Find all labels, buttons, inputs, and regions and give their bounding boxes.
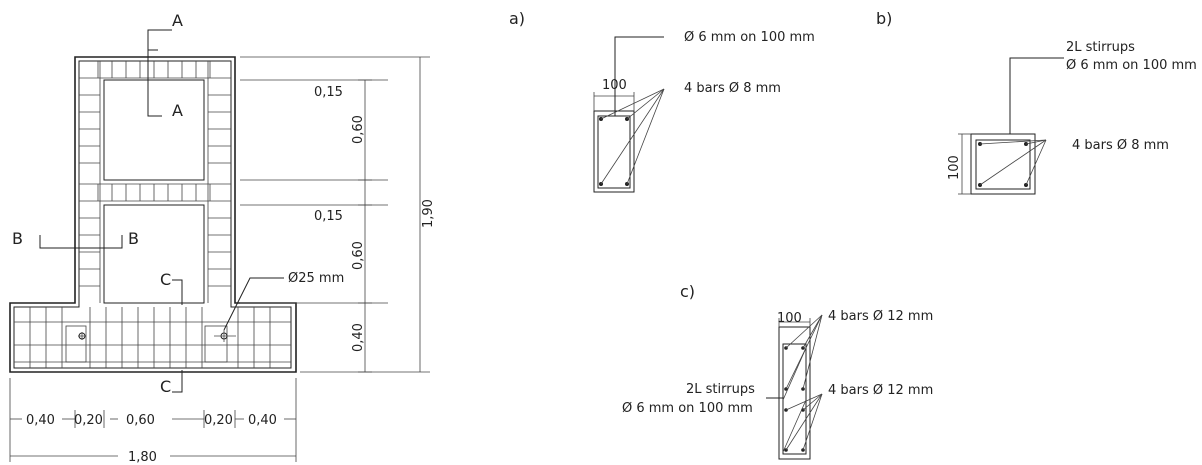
section-c-dim: 100 <box>777 311 802 326</box>
section-b-dim: 100 <box>947 155 962 180</box>
vertical-dimensions <box>240 56 430 373</box>
anchor-bolt-left <box>78 332 86 340</box>
section-a-bar-leaders <box>600 88 665 185</box>
dim-label-0-40-right: 0,40 <box>248 413 277 428</box>
dim-label-0-60-mid: 0,60 <box>351 241 366 270</box>
section-c-stirrup <box>782 343 807 455</box>
section-a-stirrup-leader <box>614 36 664 116</box>
section-b-label-right: B <box>128 229 139 248</box>
section-a-label-top: A <box>172 11 183 30</box>
section-b-detail: b) 100 2L stirrups Ø 6 mm on 100 mm 4 ba… <box>876 9 1197 195</box>
dim-label-0-60-top: 0,60 <box>351 115 366 144</box>
dim-label-0-40-foot: 0,40 <box>351 323 366 352</box>
section-b-stirrup-leader <box>1009 57 1064 134</box>
dim-label-0-40-left: 0,40 <box>26 413 55 428</box>
anchor-leader <box>223 277 284 331</box>
section-cut-b <box>39 235 123 249</box>
section-b-bar-leaders <box>979 139 1047 186</box>
section-a-bars-label: 4 bars Ø 8 mm <box>684 81 781 96</box>
section-c-bars-bottom-label: 4 bars Ø 12 mm <box>828 383 933 398</box>
section-a-stirrup-label: Ø 6 mm on 100 mm <box>684 30 815 45</box>
top-beam-stirrups <box>79 61 231 79</box>
section-c-bars-top-label: 4 bars Ø 12 mm <box>828 309 933 324</box>
section-cut-c-top <box>172 279 183 305</box>
section-c-bottom-bar-leaders <box>785 393 823 451</box>
section-c-stirrup-label-2: Ø 6 mm on 100 mm <box>622 401 753 416</box>
section-cut-a-bottom <box>147 50 162 117</box>
section-c-outline <box>778 326 811 460</box>
section-c-detail: c) 100 4 bars Ø 12 mm 4 bars Ø 12 mm <box>622 282 933 460</box>
footing-reinforcement <box>14 307 291 368</box>
section-b-stirrup <box>975 139 1031 190</box>
section-b-label-left: B <box>12 229 23 248</box>
section-a-stirrup <box>597 115 631 189</box>
section-a-label-bottom: A <box>172 101 183 120</box>
dim-label-0-15-top: 0,15 <box>314 85 343 100</box>
frame-inner-outline <box>13 60 292 369</box>
section-a-outline <box>593 110 635 193</box>
section-a-detail: a) 100 Ø 6 mm on 100 mm 4 bars Ø 8 mm <box>509 9 815 193</box>
section-a-tag: a) <box>509 9 525 28</box>
section-cut-a-top <box>147 29 172 51</box>
middle-beam-stirrups <box>79 183 231 202</box>
section-c-stirrup-label-1: 2L stirrups <box>686 382 755 397</box>
lower-opening <box>103 204 205 304</box>
section-cut-c-bottom <box>172 370 183 393</box>
dim-label-0-60-center: 0,60 <box>126 413 155 428</box>
horizontal-dimensions <box>9 378 297 462</box>
dim-label-total-height: 1,90 <box>421 199 436 228</box>
section-b-stirrup-label-1: 2L stirrups <box>1066 40 1135 55</box>
left-column-stirrups <box>79 61 101 303</box>
section-c-label-top: C <box>160 270 171 289</box>
elevation-view: A A B B C C Ø25 mm 0,15 0,60 <box>9 11 436 465</box>
frame-outline <box>9 56 297 373</box>
dim-label-0-20-right: 0,20 <box>204 413 233 428</box>
anchor-label: Ø25 mm <box>288 271 344 286</box>
section-b-bars-label: 4 bars Ø 8 mm <box>1072 138 1169 153</box>
dim-label-total-width: 1,80 <box>128 450 157 465</box>
anchor-bolt-right <box>214 330 236 342</box>
section-c-label-bottom: C <box>160 377 171 396</box>
dim-label-0-15-mid: 0,15 <box>314 209 343 224</box>
section-c-top-bar-leaders <box>785 314 823 390</box>
section-b-stirrup-label-2: Ø 6 mm on 100 mm <box>1066 58 1197 73</box>
section-b-tag: b) <box>876 9 892 28</box>
section-a-dim: 100 <box>602 78 627 93</box>
upper-opening <box>103 79 205 181</box>
section-c-tag: c) <box>680 282 695 301</box>
right-column-stirrups <box>207 61 231 303</box>
dim-label-0-20-left: 0,20 <box>74 413 103 428</box>
